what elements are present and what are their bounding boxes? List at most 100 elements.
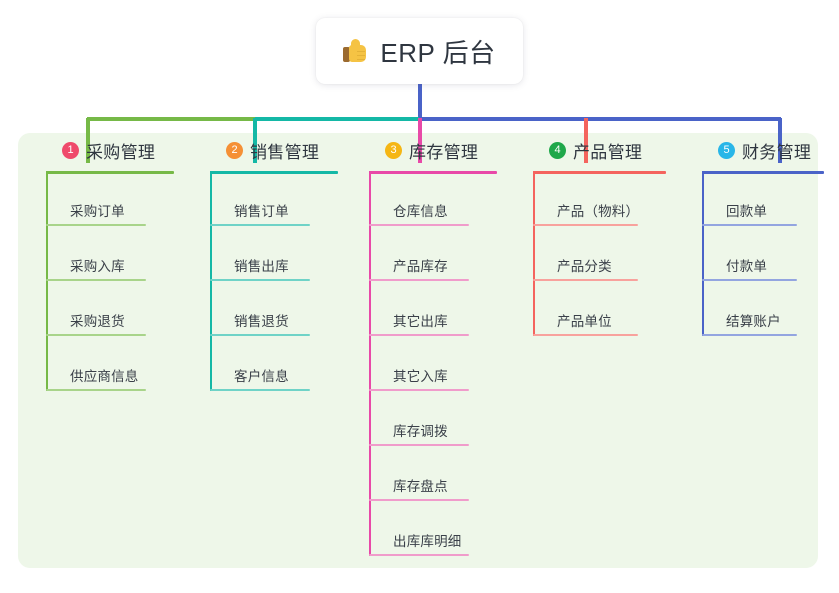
leaf-label: 产品（物料） bbox=[557, 204, 640, 219]
branch-badge-4: 4 bbox=[549, 141, 566, 159]
leaf-rule bbox=[369, 279, 469, 281]
leaf-item[interactable]: 付款单 bbox=[702, 226, 797, 281]
branch-header-4[interactable]: 4 产品管理 bbox=[527, 133, 697, 167]
branch-rule-1 bbox=[46, 171, 174, 174]
branch-column-2: 2 销售管理销售订单销售出库销售退货客户信息 bbox=[204, 133, 369, 391]
leaf-item[interactable]: 库存盘点 bbox=[369, 446, 469, 501]
branch-rule-2 bbox=[210, 171, 338, 174]
leaf-label: 其它出库 bbox=[393, 314, 448, 329]
leaf-rule bbox=[369, 499, 469, 501]
leaf-item[interactable]: 产品分类 bbox=[533, 226, 639, 281]
leaf-label: 供应商信息 bbox=[70, 369, 139, 384]
leaf-item[interactable]: 供应商信息 bbox=[46, 336, 146, 391]
leaf-label: 仓库信息 bbox=[393, 204, 448, 219]
branch-column-4: 4 产品管理产品（物料） 产品分类产品单位 bbox=[527, 133, 697, 336]
diagram-panel bbox=[18, 133, 818, 568]
branch-title-4: 产品管理 bbox=[573, 142, 643, 162]
leaf-rule bbox=[369, 554, 469, 556]
branch-spine-3 bbox=[369, 171, 371, 556]
leaf-label: 其它入库 bbox=[393, 369, 448, 384]
leaf-label: 出库库明细 bbox=[393, 534, 462, 549]
leaf-rule bbox=[702, 334, 797, 336]
leaf-item[interactable]: 销售出库 bbox=[210, 226, 310, 281]
leaf-item[interactable]: 其它出库 bbox=[369, 281, 469, 336]
leaf-rule bbox=[369, 389, 469, 391]
leaf-label: 库存调拨 bbox=[393, 424, 448, 439]
leaf-label: 产品库存 bbox=[393, 259, 448, 274]
root-node[interactable]: ERP 后台 bbox=[316, 18, 523, 84]
leaf-rule bbox=[210, 224, 310, 226]
leaf-item[interactable]: 回款单 bbox=[702, 171, 797, 226]
branch-spine-2 bbox=[210, 171, 212, 391]
branch-leaf-list-3: 仓库信息产品库存其它出库其它入库库存调拨库存盘点出库库明细 bbox=[369, 171, 469, 556]
leaf-label: 采购入库 bbox=[70, 259, 125, 274]
branch-badge-1: 1 bbox=[62, 141, 79, 159]
leaf-label: 结算账户 bbox=[726, 314, 781, 329]
branch-title-2: 销售管理 bbox=[250, 142, 320, 162]
branch-leaf-list-2: 销售订单销售出库销售退货客户信息 bbox=[210, 171, 310, 391]
branch-rule-5 bbox=[702, 171, 824, 174]
branch-badge-3: 3 bbox=[385, 141, 402, 159]
branch-spine-5 bbox=[702, 171, 704, 336]
leaf-item[interactable]: 库存调拨 bbox=[369, 391, 469, 446]
leaf-label: 产品单位 bbox=[557, 314, 612, 329]
leaf-item[interactable]: 结算账户 bbox=[702, 281, 797, 336]
leaf-rule bbox=[46, 279, 146, 281]
branch-column-5: 5 财务管理回款单付款单结算账户 bbox=[696, 133, 839, 336]
leaf-label: 销售出库 bbox=[234, 259, 289, 274]
leaf-rule bbox=[702, 224, 797, 226]
leaf-item[interactable]: 出库库明细 bbox=[369, 501, 469, 556]
branch-rule-4 bbox=[533, 171, 666, 174]
branch-title-5: 财务管理 bbox=[742, 142, 812, 162]
branch-title-1: 采购管理 bbox=[86, 142, 156, 162]
leaf-rule bbox=[46, 334, 146, 336]
leaf-label: 付款单 bbox=[726, 259, 768, 274]
leaf-item[interactable]: 采购退货 bbox=[46, 281, 146, 336]
leaf-rule bbox=[46, 224, 146, 226]
branch-rule-3 bbox=[369, 171, 497, 174]
leaf-rule bbox=[369, 334, 469, 336]
branch-leaf-list-1: 采购订单采购入库采购退货供应商信息 bbox=[46, 171, 146, 391]
leaf-item[interactable]: 产品单位 bbox=[533, 281, 639, 336]
root-title: ERP 后台 bbox=[380, 37, 496, 68]
branch-badge-5: 5 bbox=[718, 141, 735, 159]
branch-badge-2: 2 bbox=[226, 141, 243, 159]
leaf-label: 采购订单 bbox=[70, 204, 125, 219]
leaf-item[interactable]: 销售订单 bbox=[210, 171, 310, 226]
branch-spine-4 bbox=[533, 171, 535, 336]
leaf-label: 产品分类 bbox=[557, 259, 612, 274]
leaf-label: 客户信息 bbox=[234, 369, 289, 384]
leaf-label: 库存盘点 bbox=[393, 479, 448, 494]
branch-leaf-list-5: 回款单付款单结算账户 bbox=[702, 171, 797, 336]
leaf-item[interactable]: 其它入库 bbox=[369, 336, 469, 391]
branch-spine-1 bbox=[46, 171, 48, 391]
leaf-item[interactable]: 采购入库 bbox=[46, 226, 146, 281]
leaf-rule bbox=[369, 444, 469, 446]
branch-header-1[interactable]: 1 采购管理 bbox=[40, 133, 205, 167]
leaf-rule bbox=[533, 334, 638, 336]
leaf-label: 回款单 bbox=[726, 204, 768, 219]
branch-header-5[interactable]: 5 财务管理 bbox=[696, 133, 839, 167]
leaf-item[interactable]: 仓库信息 bbox=[369, 171, 469, 226]
leaf-item[interactable]: 销售退货 bbox=[210, 281, 310, 336]
leaf-rule bbox=[210, 334, 310, 336]
branch-header-2[interactable]: 2 销售管理 bbox=[204, 133, 369, 167]
branch-column-1: 1 采购管理采购订单采购入库采购退货供应商信息 bbox=[40, 133, 205, 391]
leaf-label: 销售退货 bbox=[234, 314, 289, 329]
leaf-rule bbox=[702, 279, 797, 281]
leaf-rule bbox=[210, 389, 310, 391]
leaf-rule bbox=[46, 389, 146, 391]
branch-leaf-list-4: 产品（物料） 产品分类产品单位 bbox=[533, 171, 639, 336]
leaf-rule bbox=[210, 279, 310, 281]
leaf-rule bbox=[369, 224, 469, 226]
leaf-item[interactable]: 采购订单 bbox=[46, 171, 146, 226]
leaf-label: 销售订单 bbox=[234, 204, 289, 219]
leaf-item[interactable]: 产品库存 bbox=[369, 226, 469, 281]
leaf-rule bbox=[533, 279, 638, 281]
leaf-rule bbox=[533, 224, 638, 226]
thumbs-up-icon bbox=[343, 38, 369, 64]
leaf-item[interactable]: 产品（物料） bbox=[533, 171, 639, 226]
leaf-item[interactable]: 客户信息 bbox=[210, 336, 310, 391]
